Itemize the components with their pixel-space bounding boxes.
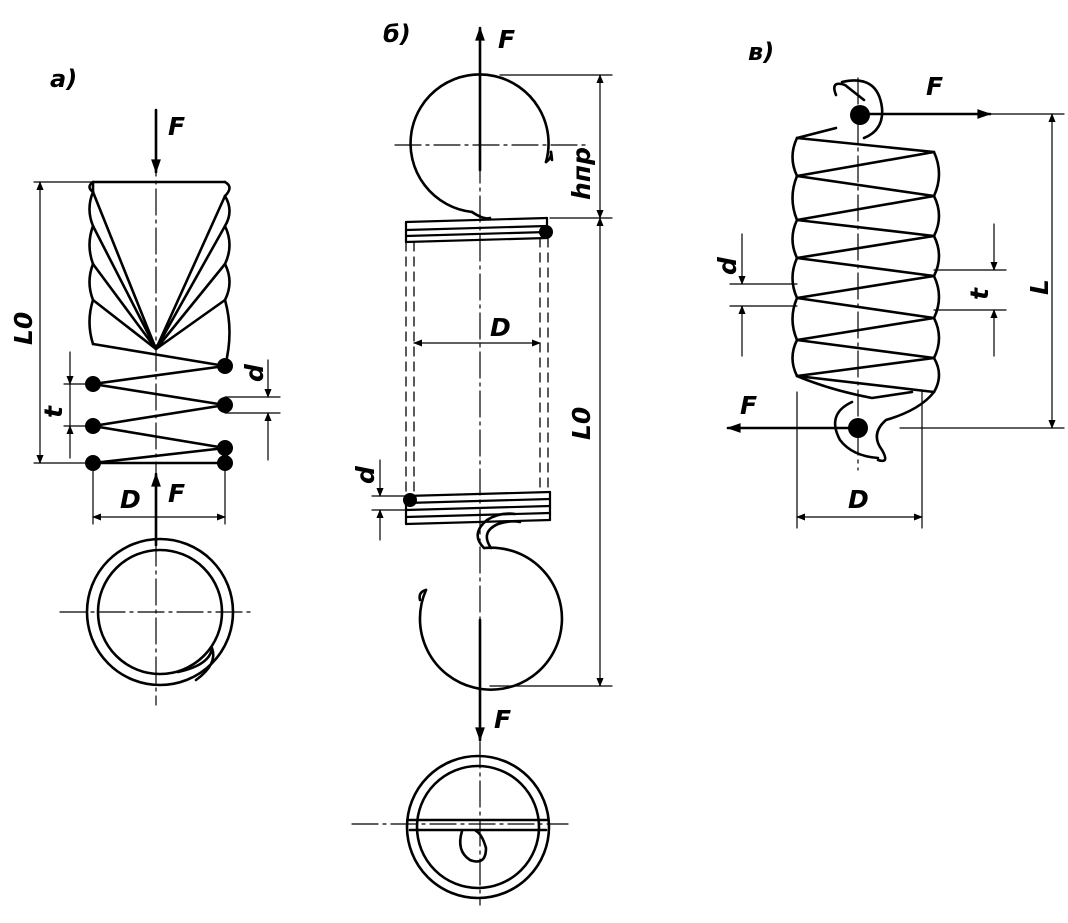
panel-b-extension-spring: б) F F hпр L0 D d [351, 20, 613, 906]
panel-a-coil-diameter-label: D [120, 485, 141, 514]
panel-c-label: в) [748, 38, 774, 66]
panel-c-spring: в) F F L t d D [713, 38, 1065, 529]
panel-b-force-top-label: F [498, 25, 515, 54]
panel-b-end-view [405, 754, 551, 900]
panel-b-wire-diameter-label: d [351, 465, 380, 484]
panel-b-hooks [409, 73, 564, 691]
panel-c-force-bottom-label: F [740, 391, 757, 420]
panel-a-force-bottom-label: F [168, 479, 185, 508]
panel-b-label: б) [383, 20, 411, 48]
panel-a-free-length-label: L0 [9, 312, 38, 345]
panel-b-coils [404, 216, 552, 526]
panel-c-coils [791, 79, 941, 463]
panel-a-end-view [85, 537, 235, 687]
panel-c-coil-diameter-label: D [848, 485, 869, 514]
panel-c-length-label: L [1025, 279, 1054, 295]
panel-b-dimensions [371, 74, 613, 687]
panel-c-wire-sections [848, 105, 870, 438]
panel-c-wire-diameter-label: d [713, 256, 742, 275]
panel-b-hidden-coil-lines [405, 237, 549, 497]
panel-a-dimensions [33, 181, 281, 525]
panel-a-label: а) [50, 65, 77, 93]
panel-b-force-bottom-label: F [494, 705, 511, 734]
panel-b-free-length-label: L0 [567, 407, 596, 440]
panel-a-force-top-label: F [168, 112, 185, 141]
panel-a-wire-diameter-label: d [240, 363, 269, 382]
panel-b-wire-sections [403, 225, 553, 507]
panel-c-dimensions [729, 113, 1065, 529]
panel-a-pitch-label: t [39, 405, 68, 418]
panel-a-compression-spring: а) F F L0 t d D [9, 65, 281, 706]
panel-c-pitch-label: t [965, 287, 994, 300]
panel-c-force-top-label: F [926, 72, 943, 101]
panel-a-wire-sections [85, 358, 233, 471]
panel-a-coils [88, 180, 231, 465]
panel-b-coil-diameter-label: D [490, 313, 511, 342]
panel-b-hook-height-label: hпр [567, 147, 596, 200]
